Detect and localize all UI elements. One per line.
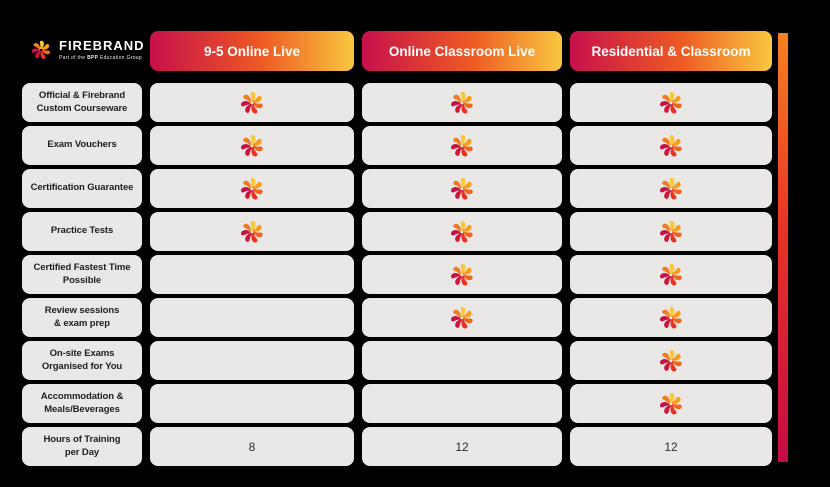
value-cell: 8: [150, 427, 354, 466]
feature-included-cell: [570, 169, 772, 208]
feature-included-cell: [570, 83, 772, 122]
firebrand-flower-icon: [31, 40, 51, 59]
value-cell: 12: [362, 427, 562, 466]
firebrand-flower-icon: [660, 134, 682, 156]
feature-included-cell: [570, 341, 772, 380]
cell-value: 12: [664, 439, 678, 454]
column-header-residential-classroom: Residential & Classroom: [570, 31, 772, 71]
row-label: Hours of Training per Day: [22, 427, 142, 466]
firebrand-logo: FIREBRAND Part of the BPP Education Grou…: [22, 28, 145, 72]
row-label: Exam Vouchers: [22, 126, 142, 165]
feature-included-cell: [362, 83, 562, 122]
firebrand-flower-icon: [241, 220, 263, 242]
firebrand-logo-text: FIREBRAND Part of the BPP Education Grou…: [59, 38, 145, 62]
feature-included-cell: [570, 212, 772, 251]
feature-included-cell: [150, 212, 354, 251]
feature-empty-cell: [150, 298, 354, 337]
row-label: Review sessions & exam prep: [22, 298, 142, 337]
row-label: Certified Fastest Time Possible: [22, 255, 142, 294]
firebrand-flower-icon: [30, 39, 52, 61]
feature-empty-cell: [362, 341, 562, 380]
firebrand-flower-icon: [451, 220, 473, 242]
brand-tagline: Part of the BPP Education Group: [59, 55, 142, 61]
feature-empty-cell: [150, 384, 354, 423]
firebrand-flower-icon: [241, 134, 263, 156]
feature-empty-cell: [150, 255, 354, 294]
value-cell: 12: [570, 427, 772, 466]
comparison-table: FIREBRAND Part of the BPP Education Grou…: [22, 28, 772, 466]
row-label: Accommodation & Meals/Beverages: [22, 384, 142, 423]
row-label: Practice Tests: [22, 212, 142, 251]
cell-value: 12: [455, 439, 469, 454]
firebrand-flower-icon: [451, 306, 473, 328]
firebrand-flower-icon: [451, 177, 473, 199]
firebrand-flower-icon: [660, 177, 682, 199]
feature-empty-cell: [150, 341, 354, 380]
feature-included-cell: [150, 83, 354, 122]
feature-included-cell: [362, 255, 562, 294]
table-header-row: FIREBRAND Part of the BPP Education Grou…: [22, 28, 772, 72]
firebrand-flower-icon: [660, 220, 682, 242]
brand-name: FIREBRAND: [59, 38, 145, 53]
row-label: Certification Guarantee: [22, 169, 142, 208]
firebrand-flower-icon: [451, 134, 473, 156]
firebrand-flower-icon: [241, 177, 263, 199]
row-label: Official & Firebrand Custom Courseware: [22, 83, 142, 122]
firebrand-flower-icon: [660, 392, 682, 414]
row-label: On-site Exams Organised for You: [22, 341, 142, 380]
feature-included-cell: [570, 298, 772, 337]
feature-included-cell: [150, 169, 354, 208]
firebrand-flower-icon: [660, 306, 682, 328]
feature-included-cell: [570, 126, 772, 165]
feature-included-cell: [150, 126, 354, 165]
firebrand-flower-icon: [660, 349, 682, 371]
column-header-online-classroom-live: Online Classroom Live: [362, 31, 562, 71]
feature-empty-cell: [362, 384, 562, 423]
firebrand-flower-icon: [660, 263, 682, 285]
accent-gradient-bar: [778, 33, 788, 462]
feature-included-cell: [362, 298, 562, 337]
firebrand-flower-icon: [451, 91, 473, 113]
feature-included-cell: [362, 126, 562, 165]
cell-value: 8: [248, 439, 256, 454]
firebrand-flower-icon: [241, 91, 263, 113]
firebrand-flower-icon: [660, 91, 682, 113]
feature-included-cell: [570, 384, 772, 423]
firebrand-flower-icon: [451, 263, 473, 285]
feature-included-cell: [570, 255, 772, 294]
feature-included-cell: [362, 169, 562, 208]
column-header-9-5-online-live: 9-5 Online Live: [150, 31, 354, 71]
feature-included-cell: [362, 212, 562, 251]
